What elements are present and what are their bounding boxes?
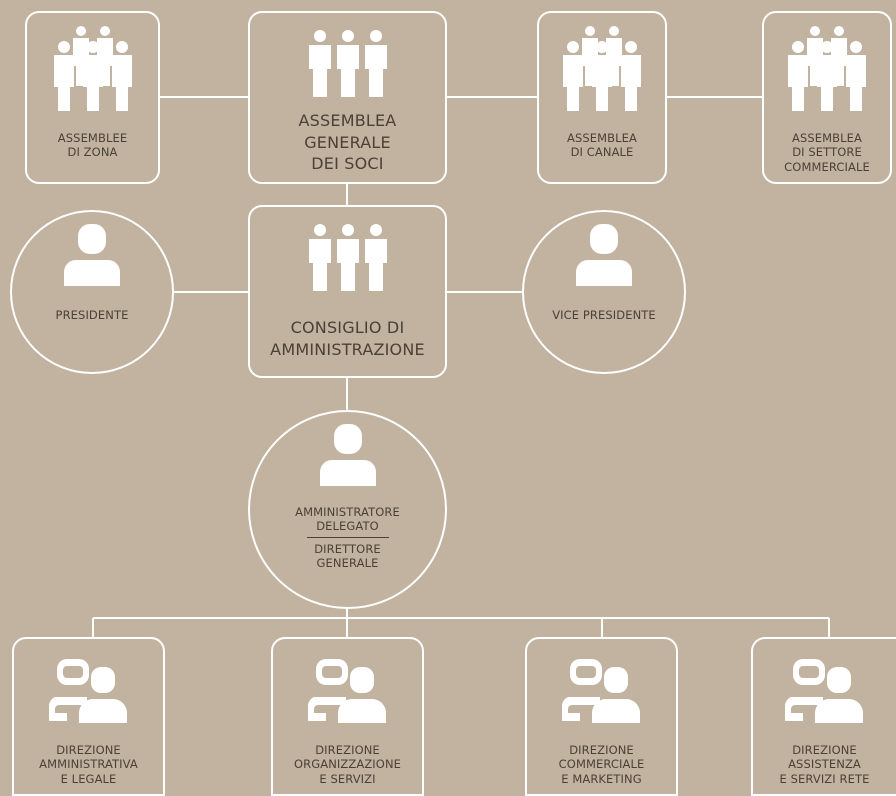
direzione-assistenza-label: DIREZIONE ASSISTENZA E SERVIZI RETE	[779, 743, 870, 786]
amministratore-circle: AMMINISTRATORE DELEGATO DIRETTORE GENERA…	[248, 410, 447, 609]
two-people-icon	[306, 657, 390, 723]
assemblee-di-zona-label: ASSEMBLEE DI ZONA	[57, 131, 128, 160]
direzione-organizzazione-label: DIREZIONE ORGANIZZAZIONE E SERVIZI	[293, 743, 402, 786]
assemblea-di-settore-box: ASSEMBLEA DI SETTORE COMMERCIALE	[762, 11, 892, 184]
assemblea-generale-label: ASSEMBLEA GENERALE DEI SOCI	[298, 111, 397, 174]
consiglio-label: CONSIGLIO DI AMMINISTRAZIONE	[270, 318, 425, 359]
direzione-assistenza-box: DIREZIONE ASSISTENZA E SERVIZI RETE	[751, 637, 896, 796]
group-people-icon	[561, 23, 643, 115]
assemblee-di-zona-box: ASSEMBLEE DI ZONA	[25, 11, 160, 184]
two-people-icon	[783, 657, 867, 723]
vice-presidente-circle: VICE PRESIDENTE	[522, 210, 686, 374]
three-people-icon	[306, 223, 390, 293]
assemblea-generale-box: ASSEMBLEA GENERALE DEI SOCI	[248, 11, 447, 184]
direzione-commerciale-label: DIREZIONE COMMERCIALE E MARKETING	[558, 743, 645, 786]
vice-presidente-label: VICE PRESIDENTE	[552, 308, 656, 322]
person-icon	[318, 420, 378, 490]
assemblea-di-canale-label: ASSEMBLEA DI CANALE	[567, 131, 637, 160]
direzione-organizzazione-box: DIREZIONE ORGANIZZAZIONE E SERVIZI	[271, 637, 424, 796]
assemblea-di-settore-label: ASSEMBLEA DI SETTORE COMMERCIALE	[784, 131, 870, 174]
group-people-icon	[52, 23, 134, 115]
direzione-commerciale-box: DIREZIONE COMMERCIALE E MARKETING	[525, 637, 678, 796]
three-people-icon	[306, 29, 390, 99]
person-icon	[574, 220, 634, 290]
presidente-label: PRESIDENTE	[55, 308, 129, 322]
presidente-circle: PRESIDENTE	[10, 210, 174, 374]
two-people-icon	[47, 657, 131, 723]
direzione-amministrativa-label: DIREZIONE AMMINISTRATIVA E LEGALE	[39, 743, 138, 786]
role-divider	[306, 536, 389, 538]
group-people-icon	[786, 23, 868, 115]
two-people-icon	[560, 657, 644, 723]
amministratore-label: AMMINISTRATORE DELEGATO DIRETTORE GENERA…	[295, 505, 400, 571]
assemblea-di-canale-box: ASSEMBLEA DI CANALE	[537, 11, 667, 184]
direzione-amministrativa-box: DIREZIONE AMMINISTRATIVA E LEGALE	[12, 637, 165, 796]
consiglio-box: CONSIGLIO DI AMMINISTRAZIONE	[248, 205, 447, 378]
person-icon	[62, 220, 122, 290]
